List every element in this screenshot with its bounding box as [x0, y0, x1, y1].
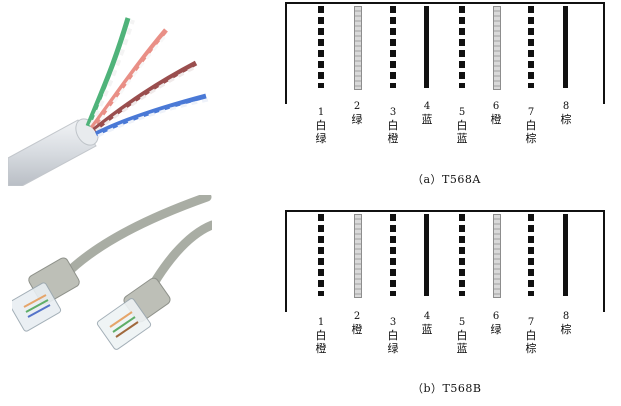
- t568a-wire-3: [390, 6, 396, 88]
- t568a-wire-2: [354, 6, 362, 90]
- pin-number: 5: [458, 107, 466, 118]
- pin-color-name: 蓝: [421, 113, 433, 126]
- pin-color-name: 白棕: [525, 119, 537, 145]
- pin-color-name: 棕: [560, 113, 572, 126]
- t568a-caption: （a）T568A: [412, 173, 481, 186]
- pin-color-name: 白橙: [387, 119, 399, 145]
- pin-color-name: 白蓝: [456, 329, 468, 355]
- t568b-frame: [285, 210, 605, 312]
- t568a-wire-7: [528, 6, 534, 88]
- pin-number: 6: [492, 311, 500, 322]
- pin-number: 4: [423, 101, 431, 112]
- pin-number: 7: [527, 317, 535, 328]
- t568a-wire-4: [424, 6, 429, 88]
- twisted-pair-cable-image: [8, 17, 209, 186]
- t568a-diagram: [285, 2, 605, 112]
- pin-color-name: 橙: [351, 323, 363, 336]
- t568b-diagram: [285, 210, 605, 320]
- t568b-wire-8: [563, 214, 568, 296]
- t568b-wire-5: [459, 214, 465, 296]
- pin-color-name: 绿: [490, 323, 502, 336]
- pin-number: 2: [353, 311, 361, 322]
- t568b-wire-7: [528, 214, 534, 296]
- pin-color-name: 橙: [490, 113, 502, 126]
- pin-color-name: 棕: [560, 323, 572, 336]
- pin-number: 6: [492, 101, 500, 112]
- t568a-wire-1: [318, 6, 324, 88]
- pin-number: 3: [389, 317, 397, 328]
- pin-color-name: 白绿: [315, 119, 327, 145]
- pin-number: 7: [527, 107, 535, 118]
- pin-number: 1: [317, 107, 325, 118]
- pin-number: 1: [317, 317, 325, 328]
- pin-number: 2: [353, 101, 361, 112]
- pin-color-name: 白蓝: [456, 119, 468, 145]
- pin-color-name: 绿: [351, 113, 363, 126]
- t568a-wire-5: [459, 6, 465, 88]
- pin-color-name: 白橙: [315, 329, 327, 355]
- pin-number: 3: [389, 107, 397, 118]
- pin-color-name: 白棕: [525, 329, 537, 355]
- pin-number: 4: [423, 311, 431, 322]
- pin-color-name: 蓝: [421, 323, 433, 336]
- t568b-wire-3: [390, 214, 396, 296]
- pin-number: 8: [562, 311, 570, 322]
- t568b-wire-6: [493, 214, 501, 298]
- t568a-wire-6: [493, 6, 501, 90]
- t568b-wire-2: [354, 214, 362, 298]
- t568b-caption: （b）T568B: [412, 382, 482, 395]
- t568b-wire-1: [318, 214, 324, 296]
- pin-number: 5: [458, 317, 466, 328]
- t568a-wire-8: [563, 6, 568, 88]
- pin-number: 8: [562, 101, 570, 112]
- t568b-wire-4: [424, 214, 429, 296]
- t568a-frame: [285, 2, 605, 104]
- rj45-patch-cable-image: [12, 195, 212, 350]
- pin-color-name: 白绿: [387, 329, 399, 355]
